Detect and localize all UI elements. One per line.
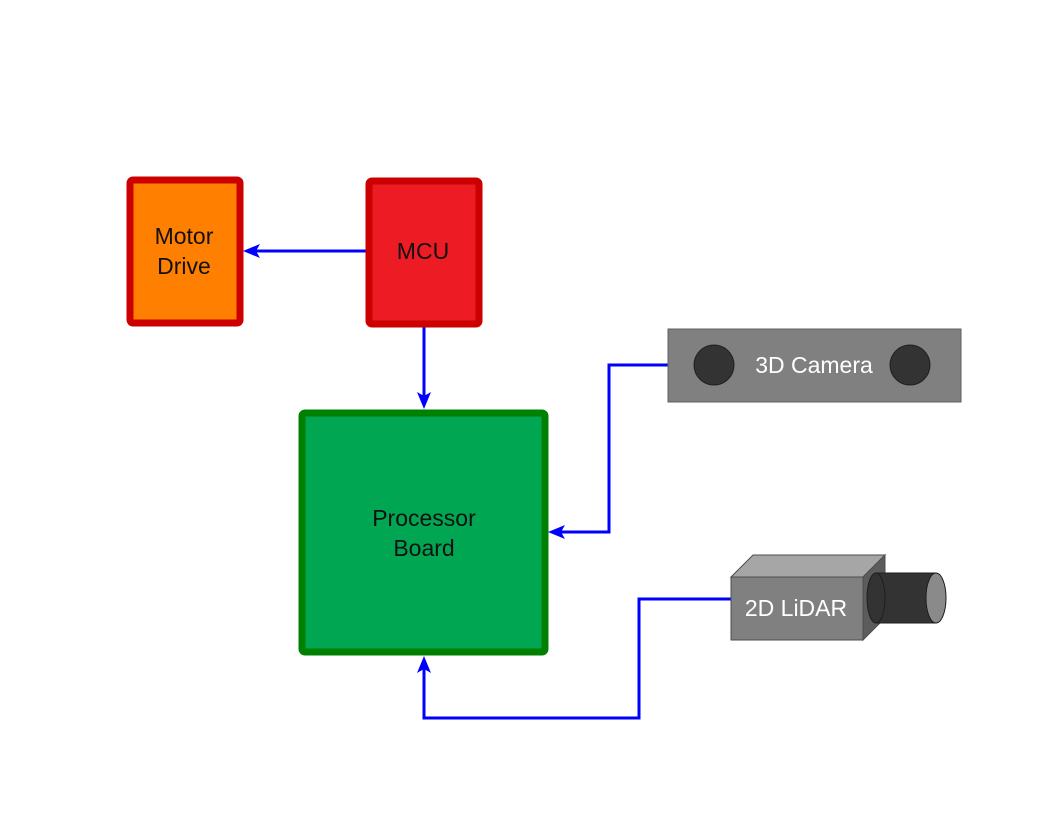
3d-camera-device: 3D Camera xyxy=(667,328,962,403)
motor-drive-block: Motor Drive xyxy=(126,176,244,327)
camera-lens-right-icon xyxy=(889,344,931,386)
processor-board-label-line2: Board xyxy=(393,535,454,561)
motor-drive-label-line2: Drive xyxy=(157,253,211,279)
mcu-label: MCU xyxy=(397,238,449,264)
arrowhead-processor-bottom xyxy=(417,656,431,673)
connector-camera-to-processor xyxy=(554,363,668,534)
connector-lidar-to-processor xyxy=(422,597,732,720)
motor-drive-label-line1: Motor xyxy=(155,223,214,249)
lidar-lens-icon xyxy=(866,572,947,624)
lidar-body-front-face xyxy=(730,576,864,641)
2d-lidar-device: 2D LiDAR xyxy=(729,553,947,642)
mcu-box xyxy=(365,177,483,328)
3d-camera-label: 3D Camera xyxy=(755,352,873,378)
mcu-block: MCU xyxy=(365,177,483,328)
2d-lidar-label: 2D LiDAR xyxy=(745,595,847,621)
lidar-body-top-face xyxy=(729,554,887,578)
arrowhead-processor-right xyxy=(548,525,565,539)
processor-board-box xyxy=(298,409,549,656)
processor-board-label-line1: Processor xyxy=(372,505,476,531)
connectors xyxy=(243,244,732,720)
camera-lens-left-icon xyxy=(693,344,735,386)
arrowhead-processor-top xyxy=(417,392,431,409)
arrowhead-motor-drive xyxy=(243,244,260,258)
processor-board-block: Processor Board xyxy=(298,409,549,656)
motor-drive-box xyxy=(126,176,244,327)
